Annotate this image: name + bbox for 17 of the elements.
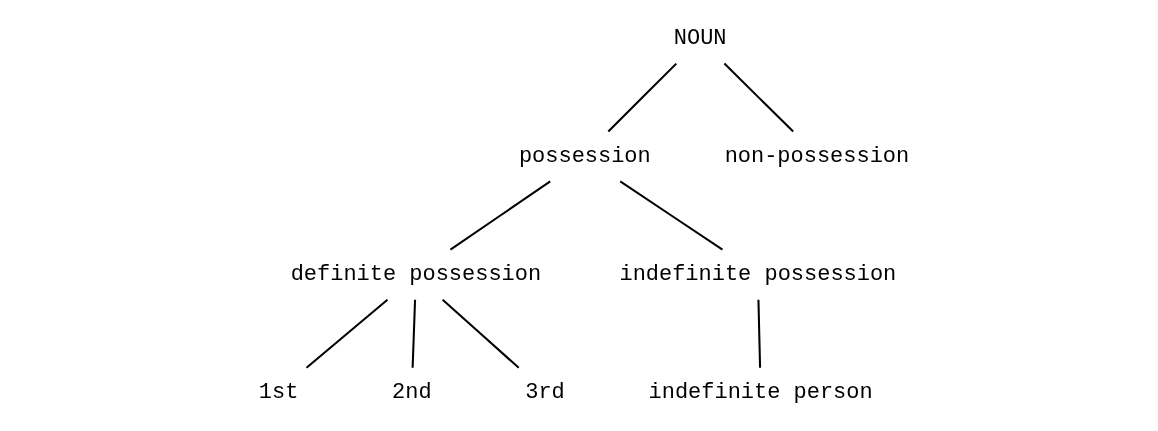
node-text: indefinite person [648,379,873,405]
connector [619,180,724,251]
node-text: definite possession [290,261,542,287]
node-text: indefinite possession [619,261,897,287]
node-text: possession [518,143,651,169]
node-text: NOUN [673,25,727,51]
connector [411,299,417,368]
connector [723,62,794,133]
node-text: 2nd [392,379,432,405]
node-text: non-possession [724,143,910,169]
node-text: 1st [258,379,299,405]
connector [442,299,520,369]
connector [757,299,762,368]
connector [305,299,389,369]
connector [607,62,678,133]
node-text: 3rd [525,379,565,405]
connector [449,180,551,251]
